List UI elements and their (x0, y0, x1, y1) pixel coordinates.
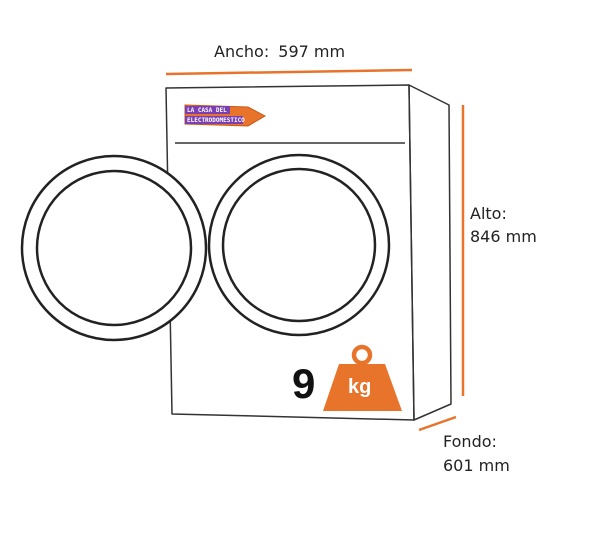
drum-opening (207, 153, 391, 337)
width-dimension-line (165, 68, 413, 76)
drum-inner-ring (221, 167, 377, 323)
weight-handle (351, 344, 373, 366)
capacity-number: 9 (292, 360, 316, 407)
capacity-unit: kg (348, 376, 371, 398)
width-label-group: Ancho: 597 mm (214, 40, 345, 64)
height-label: Alto: (470, 204, 507, 223)
logo-band-top (185, 106, 230, 114)
depth-dimension-line (418, 415, 457, 432)
width-value: 597 mm (278, 42, 346, 61)
logo-line1: LA CASA DEL (187, 107, 227, 114)
logo-line2: ELECTRODOMESTICO (187, 117, 245, 124)
brand-logo: LA CASA DEL ELECTRODOMESTICO (184, 104, 267, 127)
weight-body (323, 364, 402, 411)
machine-side-panel (408, 84, 452, 421)
depth-label: Fondo: (443, 432, 497, 451)
weight-icon: kg (323, 344, 402, 411)
door (20, 154, 208, 342)
height-value: 846 mm (470, 227, 537, 246)
depth-value: 601 mm (443, 456, 510, 475)
width-label: Ancho: (214, 42, 270, 61)
logo-band-bottom (185, 116, 243, 124)
door-inner-ring (35, 169, 193, 327)
